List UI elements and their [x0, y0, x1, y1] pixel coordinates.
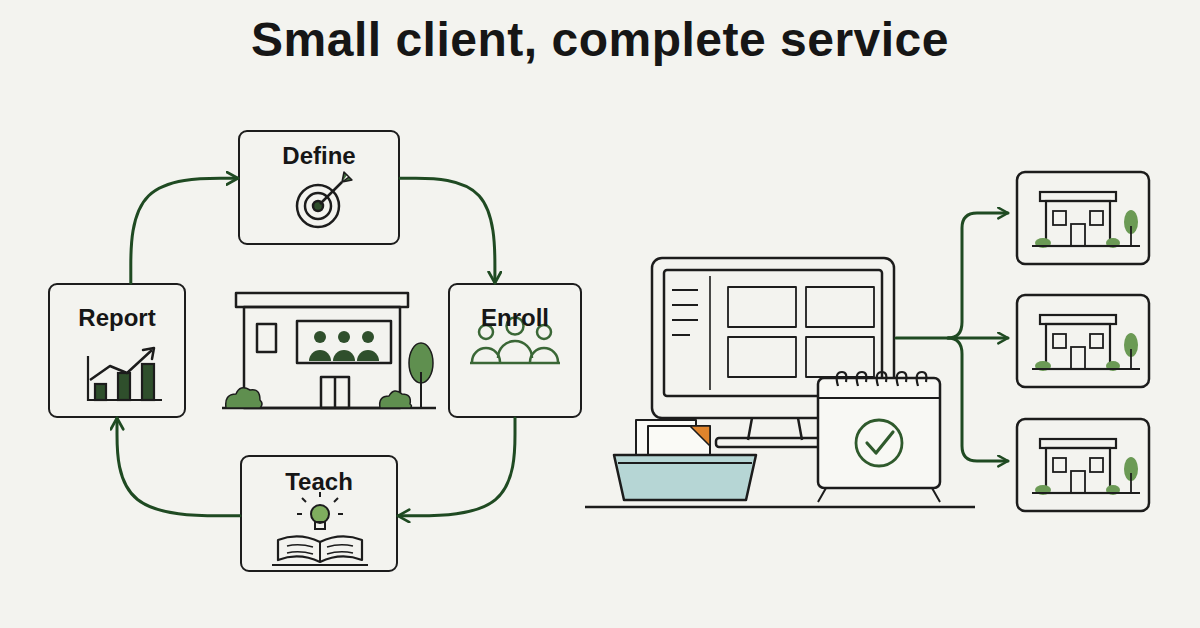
computer-desk [585, 258, 975, 507]
desk-line [585, 506, 975, 509]
box-label: Teach [242, 469, 396, 495]
document-tray [614, 420, 756, 500]
box-label: Define [240, 143, 398, 169]
site-box [1017, 295, 1149, 387]
building-roof [236, 293, 408, 307]
monitor-base [716, 438, 834, 447]
process-box: Report [48, 283, 186, 418]
site-box [1017, 419, 1149, 511]
bushes [226, 388, 412, 408]
branch-arrows [896, 213, 1008, 461]
site-building [1032, 192, 1140, 248]
site-box [1017, 172, 1149, 264]
process-box: Teach [240, 455, 398, 572]
target-icon [297, 172, 352, 227]
site-boxes [1017, 172, 1149, 511]
screen-sidebar [672, 276, 710, 390]
box-label: Report [50, 305, 184, 331]
cycle-arrow [117, 418, 240, 516]
site-building [1032, 315, 1140, 371]
cycle-arrow [400, 178, 495, 283]
cycle-arrow [398, 418, 515, 516]
monitor-stand [748, 418, 802, 440]
process-box: Enroll [448, 283, 582, 418]
site-building [1032, 439, 1140, 495]
lightbulb-book-icon [272, 492, 368, 565]
classroom-window [297, 321, 391, 363]
school-building [222, 293, 436, 408]
building-door [321, 377, 349, 408]
people-figures [309, 331, 379, 361]
building-body [244, 307, 400, 408]
diagram-title: Small client, complete service [0, 12, 1200, 67]
checkmark [867, 432, 893, 453]
chart-icon [88, 348, 162, 400]
cycle-arrow [131, 178, 238, 283]
calendar [818, 372, 940, 502]
process-box: Define [238, 130, 400, 245]
box-label: Enroll [450, 305, 580, 331]
building-window [257, 324, 276, 352]
check-circle [856, 420, 902, 466]
screen-panels [728, 287, 874, 377]
